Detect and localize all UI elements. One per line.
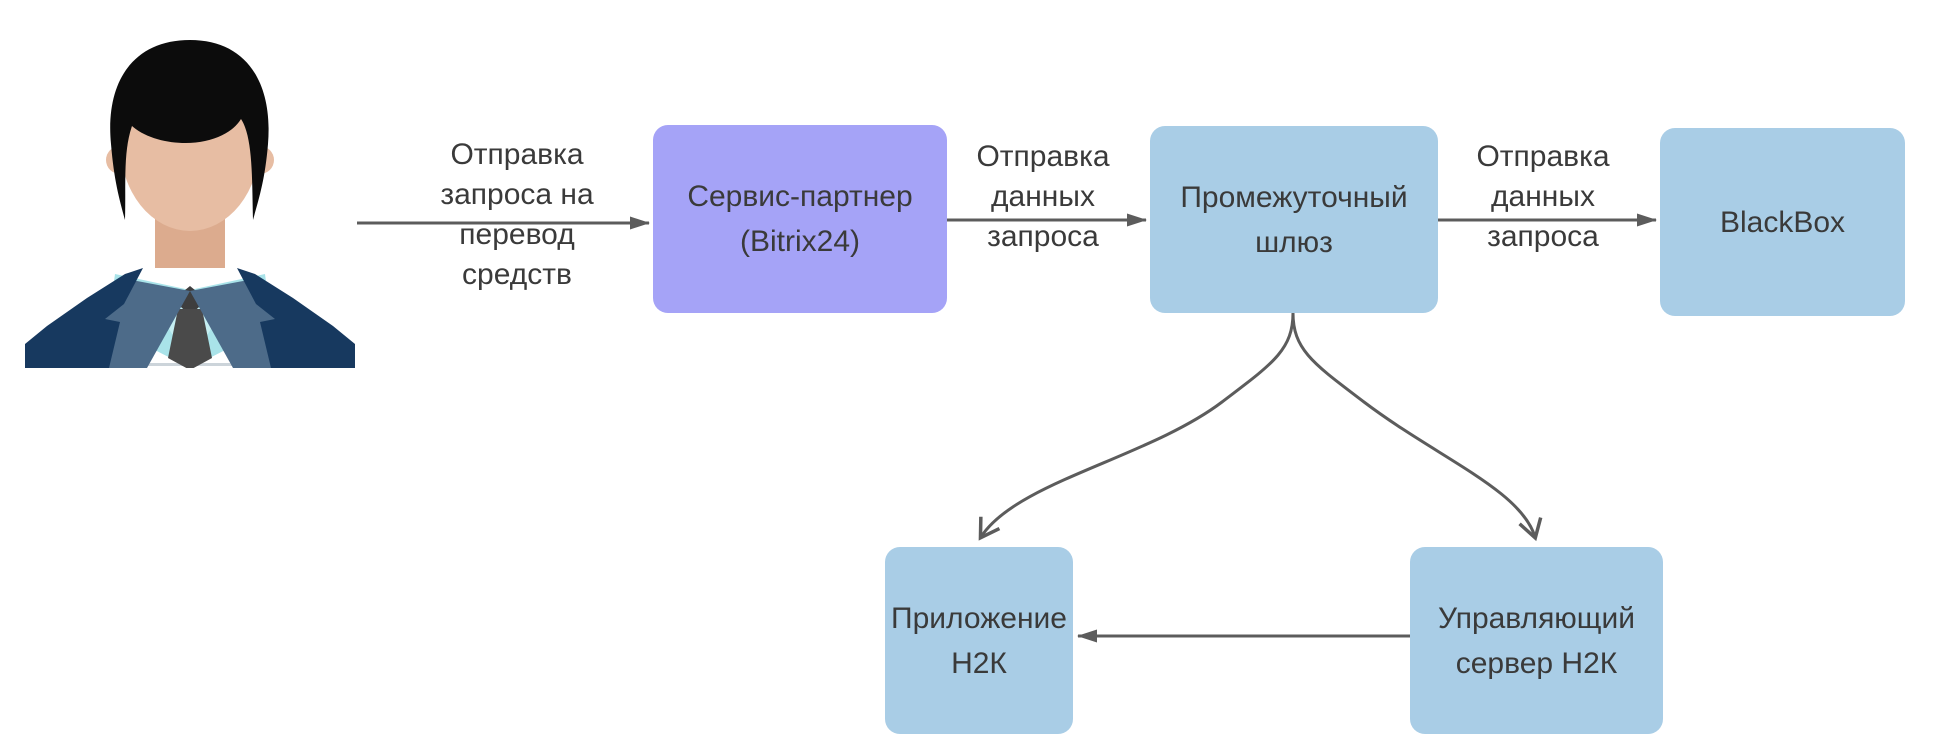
edge-label-send-data-1: Отправка данных запроса [976,140,1110,253]
node-service-partner: Сервис-партнер (Bitrix24) [653,125,947,313]
arrow-gateway-to-app [978,312,1295,541]
node-h2k-app: Приложение Н2К [885,547,1073,734]
edge-label-transfer-request: Отправка запроса на перевод средств [440,138,594,291]
edge-label-send-data-2: Отправка данных запроса [1476,140,1610,253]
node-gateway: Промежуточный шлюз [1150,126,1438,313]
node-h2k-server: Управляющий сервер Н2К [1410,547,1663,734]
node-blackbox: BlackBox [1660,128,1905,316]
businessman-avatar-icon [25,40,355,368]
arrow-gateway-to-server [1291,312,1543,542]
